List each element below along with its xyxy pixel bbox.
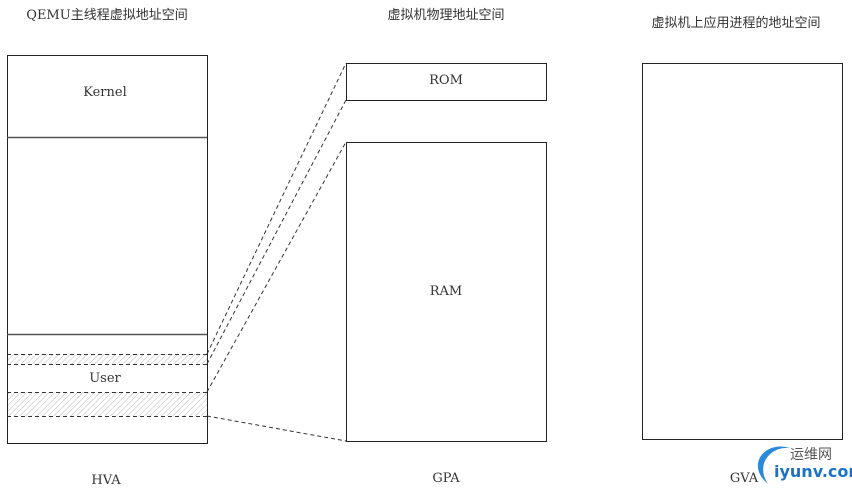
rom-box	[346, 63, 547, 101]
watermark-en: iyunv.com	[774, 462, 852, 481]
ram-label: RAM	[429, 284, 463, 299]
map-line-ram-top	[206, 141, 347, 393]
watermark-logo-icon	[757, 446, 790, 484]
gva-label: GVA	[729, 471, 759, 486]
ram-mapped-region	[8, 392, 207, 416]
hva-label: HVA	[91, 473, 121, 488]
gva-title: 虚拟机上应用进程的地址空间	[651, 16, 821, 31]
gpa-title: 虚拟机物理地址空间	[387, 8, 505, 23]
map-line-ram-bottom	[206, 415, 347, 442]
gva-box	[642, 63, 843, 440]
ram-box	[346, 142, 547, 442]
hva-title: QEMU主线程虚拟地址空间	[26, 8, 188, 23]
map-line-rom-bottom	[206, 99, 347, 365]
map-line-rom-top	[206, 62, 347, 355]
gpa-label: GPA	[432, 471, 460, 486]
rom-mapped-region	[8, 354, 207, 364]
rom-label: ROM	[429, 73, 463, 88]
user-label: User	[89, 371, 121, 386]
watermark-cn: 运维网	[790, 447, 832, 463]
kernel-label: Kernel	[83, 85, 127, 100]
hva-box	[7, 55, 208, 444]
